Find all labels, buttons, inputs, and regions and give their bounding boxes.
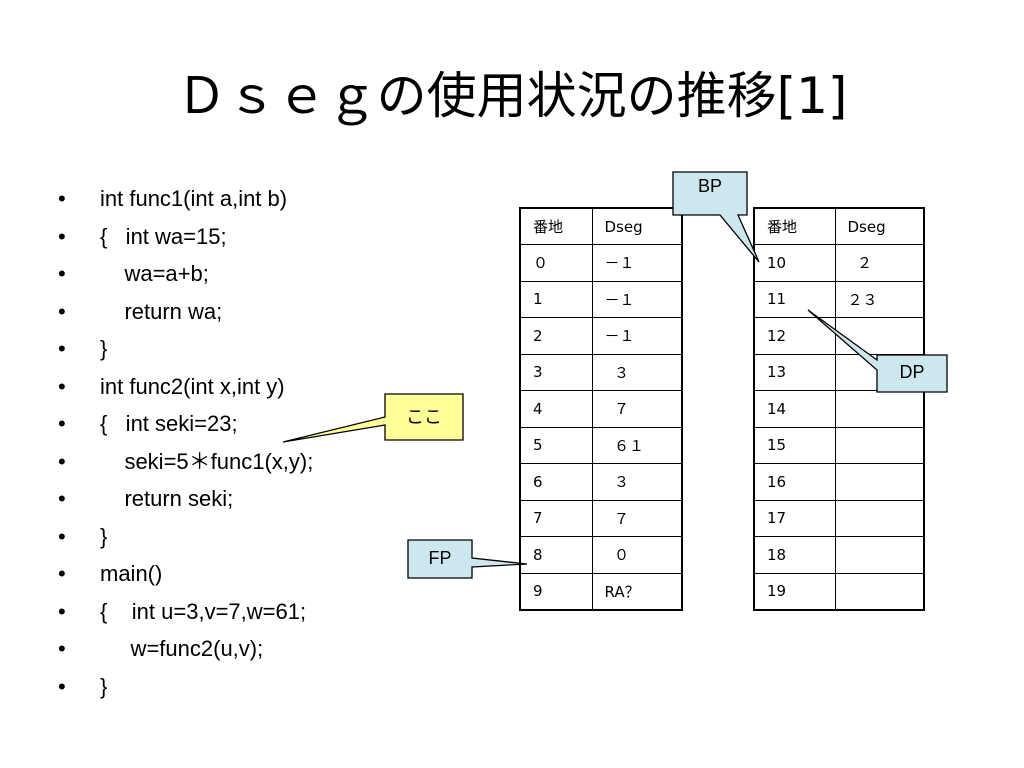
code-text: int func2(int x,int y) bbox=[100, 373, 285, 399]
table-row: 1－１ bbox=[519, 280, 683, 318]
code-text: } bbox=[100, 336, 108, 361]
bullet-dot: • bbox=[58, 186, 66, 211]
address-cell: 1 bbox=[519, 280, 593, 318]
code-text: seki=5＊func1(x,y); bbox=[100, 448, 314, 474]
code-text: { int seki=23; bbox=[100, 411, 238, 436]
code-text: { int wa=15; bbox=[100, 223, 227, 249]
bullet-dot: • bbox=[58, 298, 66, 324]
table-row: 19 bbox=[753, 572, 925, 610]
code-text: main() bbox=[100, 561, 163, 586]
address-cell: ０ bbox=[519, 244, 593, 282]
slide-title: Ｄｓｅｇの使用状況の推移[1] bbox=[176, 67, 848, 125]
bullet-dot: • bbox=[58, 336, 66, 361]
bullet-dot: • bbox=[58, 598, 66, 624]
value-cell: －１ bbox=[591, 317, 683, 355]
address-cell: 4 bbox=[519, 390, 593, 428]
dp-callout bbox=[807, 309, 948, 393]
code-text: int func1(int a,int b) bbox=[100, 186, 288, 211]
value-cell bbox=[834, 390, 925, 428]
address-cell: 15 bbox=[753, 426, 836, 464]
value-cell: ３ bbox=[591, 463, 683, 501]
address-cell: 5 bbox=[519, 426, 593, 464]
bullet-dot: • bbox=[58, 673, 66, 699]
code-text: { int u=3,v=7,w=61; bbox=[100, 598, 307, 624]
bullet-dot: • bbox=[58, 261, 66, 286]
value-cell: ７ bbox=[591, 499, 683, 537]
table-row: 7 ７ bbox=[519, 499, 683, 537]
value-cell bbox=[834, 426, 925, 464]
address-cell: 8 bbox=[519, 536, 593, 574]
address-cell: 10 bbox=[753, 244, 836, 282]
bullet-dot: • bbox=[58, 448, 66, 474]
address-cell: 3 bbox=[519, 353, 593, 391]
table-row: 18 bbox=[753, 536, 925, 574]
value-cell: －１ bbox=[591, 280, 683, 318]
table-row: 8 ０ bbox=[519, 536, 683, 574]
code-text: return seki; bbox=[100, 486, 234, 511]
value-cell: RA？ bbox=[591, 572, 683, 610]
bullet-dot: • bbox=[58, 523, 66, 549]
value-cell bbox=[834, 317, 925, 355]
table-row: 5 ６１ bbox=[519, 426, 683, 464]
value-cell bbox=[834, 499, 925, 537]
address-cell: 19 bbox=[753, 572, 836, 610]
value-cell: ３ bbox=[591, 353, 683, 391]
code-text: return wa; bbox=[100, 298, 223, 324]
value-cell: ０ bbox=[591, 536, 683, 574]
table-row: ０－１ bbox=[519, 244, 683, 282]
bullet-dot: • bbox=[58, 223, 66, 249]
code-text: } bbox=[100, 523, 108, 549]
bullet-dot: • bbox=[58, 561, 66, 586]
koko-callout bbox=[282, 393, 464, 443]
value-cell bbox=[834, 572, 925, 610]
address-cell: 14 bbox=[753, 390, 836, 428]
bp-callout bbox=[672, 171, 760, 263]
code-text: wa=a+b; bbox=[100, 261, 209, 286]
table-row: 15 bbox=[753, 426, 925, 464]
fp-callout bbox=[407, 539, 528, 579]
dseg-table-left: 番地 Dseg ０－１ 1－１ 2－１ 3 ３ 4 ７ 5 ６１ 6 ３ 7 ７… bbox=[519, 207, 683, 611]
code-text: w=func2(u,v); bbox=[100, 636, 264, 661]
code-text: } bbox=[100, 673, 108, 699]
table-row: 3 ３ bbox=[519, 353, 683, 391]
value-cell: ２ bbox=[834, 244, 925, 282]
bullet-dot: • bbox=[58, 486, 66, 511]
bullet-dot: • bbox=[58, 636, 66, 661]
value-cell bbox=[834, 463, 925, 501]
table-row: 10 ２ bbox=[753, 244, 925, 282]
table-row: 14 bbox=[753, 390, 925, 428]
value-cell: ６１ bbox=[591, 426, 683, 464]
address-cell: 13 bbox=[753, 353, 836, 391]
value-cell: －１ bbox=[591, 244, 683, 282]
table-row: 6 ３ bbox=[519, 463, 683, 501]
value-cell bbox=[834, 536, 925, 574]
bullet-dot: • bbox=[58, 411, 66, 436]
bullet-dot: • bbox=[58, 373, 66, 399]
